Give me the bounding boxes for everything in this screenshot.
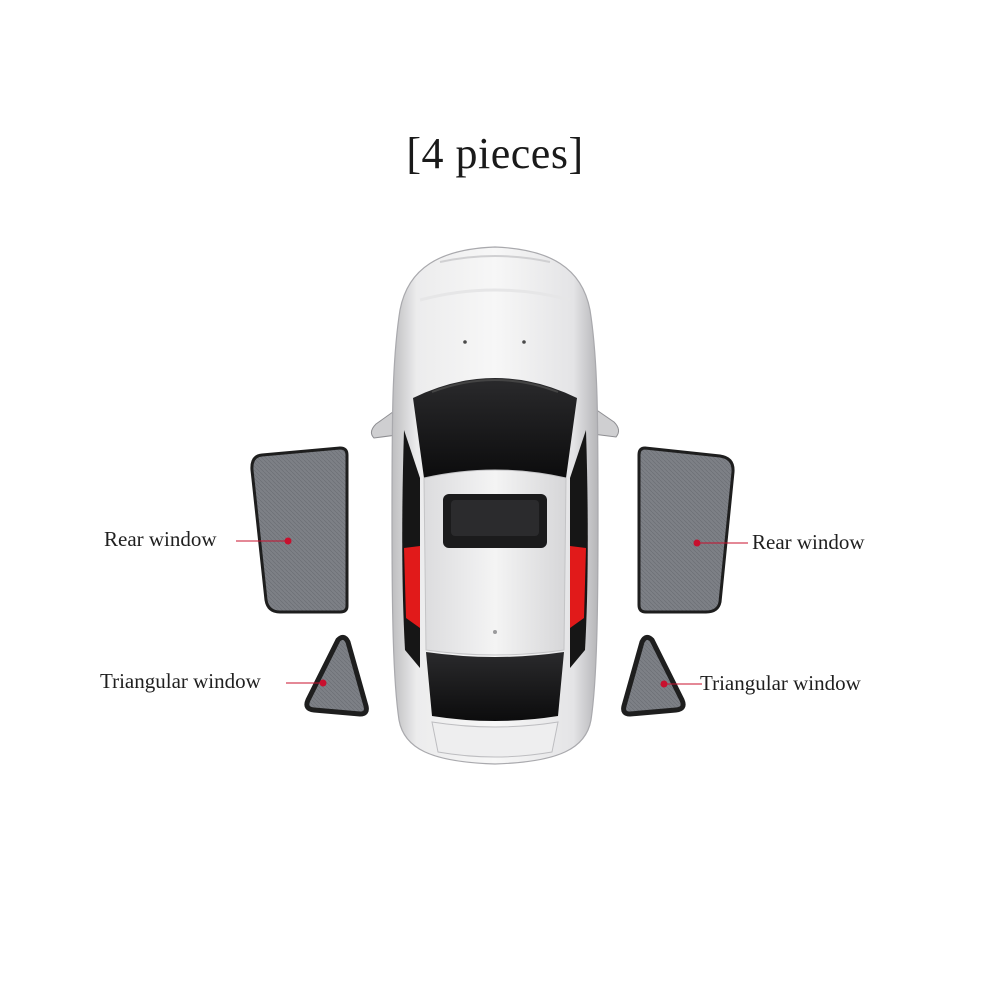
label-triangular-window-left: Triangular window (100, 669, 261, 693)
windshield (413, 378, 577, 478)
label-rear-window-left: Rear window (104, 527, 217, 551)
left-red-highlight (404, 546, 420, 628)
car-top-view (370, 246, 620, 765)
right-triangular-window-shade (621, 634, 702, 717)
label-triangular-window-right: Triangular window (700, 671, 861, 695)
left-rear-window-shade (236, 446, 349, 614)
rear-glass (426, 652, 564, 721)
page-title: [4 pieces] (406, 129, 584, 178)
left-triangular-window-shade (286, 634, 369, 717)
right-red-highlight (570, 546, 586, 628)
label-rear-window-right: Rear window (752, 530, 865, 554)
right-rear-window-shade (637, 446, 748, 614)
